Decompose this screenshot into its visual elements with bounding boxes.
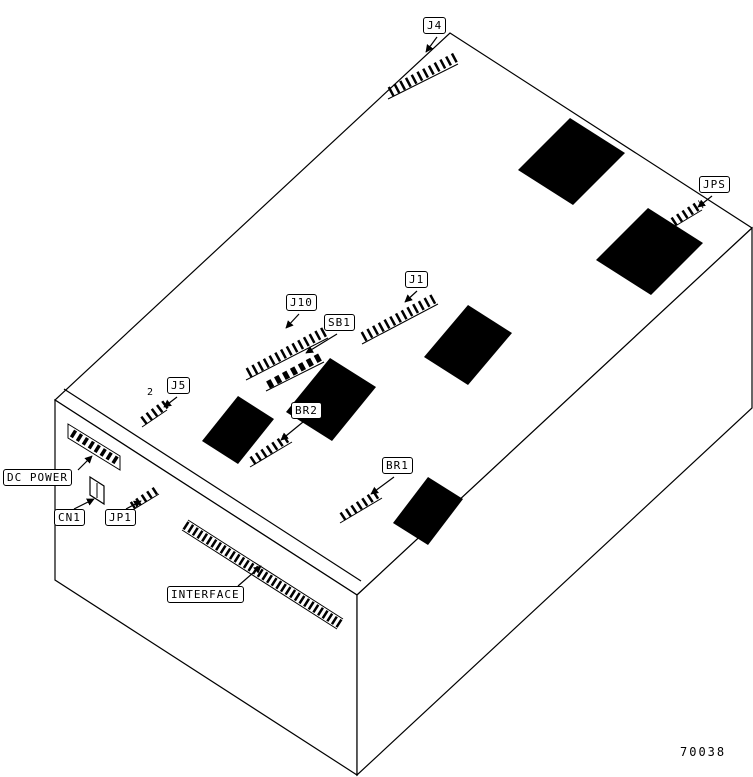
board-rim-line xyxy=(63,388,362,582)
header-j10-pins xyxy=(245,326,329,378)
header-j5-pins xyxy=(140,400,169,425)
ic-chip-top-right xyxy=(518,118,625,205)
label-br1: BR1 xyxy=(382,457,413,474)
label-j5: J5 xyxy=(167,377,191,394)
ic-chip-left xyxy=(202,396,274,464)
ic-chip-br1 xyxy=(393,477,463,545)
chassis-outline xyxy=(54,32,753,777)
interface-connector-top-edge xyxy=(187,519,344,620)
label-cn1: CN1 xyxy=(54,509,85,526)
header-br2-pins xyxy=(249,432,293,465)
leader-dc-power xyxy=(77,455,93,471)
dc-power-connector-pins xyxy=(69,429,120,465)
drawing-part-number: 70038 xyxy=(680,745,727,759)
label-interface: INTERFACE xyxy=(167,586,244,603)
label-j1: J1 xyxy=(405,271,429,288)
leader-cn1 xyxy=(73,498,95,510)
interface-connector xyxy=(181,519,344,630)
header-br2-base xyxy=(249,441,293,468)
leader-interface xyxy=(237,565,262,587)
leader-jp1 xyxy=(125,500,142,510)
label-dc-power: DC POWER xyxy=(3,469,72,486)
leader-j10 xyxy=(285,313,300,329)
box-front-right-face xyxy=(356,226,753,777)
header-j5-base xyxy=(141,409,168,428)
pin-2-marker: 2 xyxy=(147,387,154,398)
label-jp1: JP1 xyxy=(105,509,136,526)
leader-br1 xyxy=(370,476,395,495)
header-br1-base xyxy=(339,497,383,524)
cn1-connector xyxy=(89,475,105,506)
component-sb1-base xyxy=(265,361,325,392)
header-br1-pins xyxy=(339,488,383,521)
header-j1-pins xyxy=(360,292,440,342)
header-j1-base xyxy=(361,303,439,345)
leader-j1 xyxy=(404,290,418,303)
header-jps-base xyxy=(671,209,703,229)
pin-headers xyxy=(129,52,704,524)
ic-chip-br2 xyxy=(286,358,376,441)
leader-sb1 xyxy=(305,333,338,354)
dc-power-connector xyxy=(67,423,121,471)
label-j10: J10 xyxy=(286,294,317,311)
interface-connector-bottom-edge xyxy=(181,529,338,630)
header-j4-base xyxy=(387,63,459,100)
ic-chip-right xyxy=(596,208,703,295)
label-jps: JPS xyxy=(699,176,730,193)
label-j4: J4 xyxy=(423,17,447,34)
leader-lines xyxy=(73,36,713,587)
leader-j4 xyxy=(425,36,438,53)
header-jps-pins xyxy=(670,200,704,226)
ic-chips xyxy=(202,118,703,545)
leader-jps xyxy=(697,195,713,208)
label-sb1: SB1 xyxy=(324,314,355,331)
header-j10-base xyxy=(245,337,329,381)
component-sb1 xyxy=(266,352,324,389)
header-jp1-base xyxy=(130,493,160,512)
ic-chip-center xyxy=(424,305,512,385)
leader-br2 xyxy=(280,421,304,441)
leader-j5 xyxy=(163,396,178,408)
label-br2: BR2 xyxy=(291,402,322,419)
